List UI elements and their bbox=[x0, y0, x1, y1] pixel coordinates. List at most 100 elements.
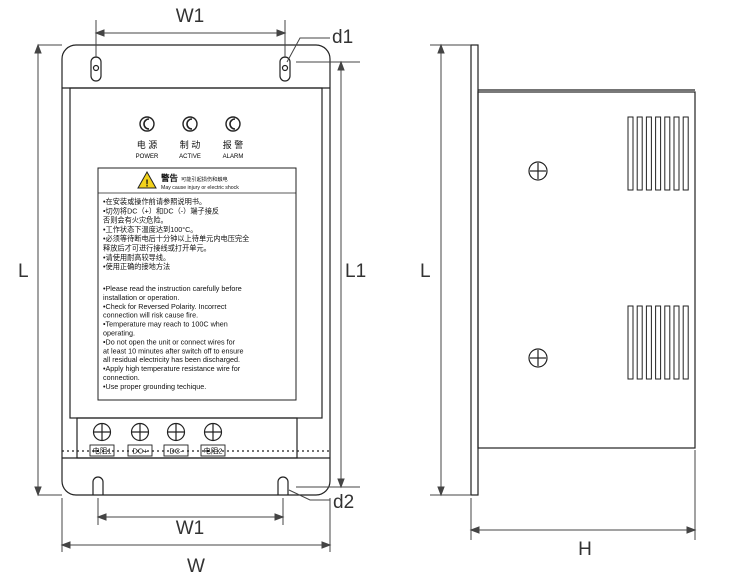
vent-slot bbox=[673, 305, 680, 380]
mounting-hole-top-right bbox=[279, 56, 291, 82]
warning-subtitle: May cause injury or electric shock bbox=[161, 185, 239, 191]
mounting-slot-bottom-left bbox=[92, 476, 104, 495]
hole-center-top-left bbox=[92, 64, 100, 72]
warning-line-en: connection. bbox=[103, 373, 140, 382]
active-led-icon bbox=[182, 116, 198, 132]
dimension-lines bbox=[34, 20, 697, 552]
side-screw-bottom bbox=[528, 348, 548, 368]
bottom-mounting-slots bbox=[92, 476, 289, 495]
top-mounting-holes bbox=[90, 56, 291, 82]
warning-line-en: •Please read the instruction carefully b… bbox=[103, 284, 242, 293]
vent-slot bbox=[645, 116, 652, 191]
terminal-label-box bbox=[127, 444, 153, 457]
warning-line-cn: •必须等待断电后十分钟以上待单元内电压完全 bbox=[103, 234, 250, 243]
warning-line-cn: •在安装或操作前请参照说明书。 bbox=[103, 197, 206, 206]
vent-slot bbox=[655, 116, 662, 191]
terminal-label: 电阻1 bbox=[92, 446, 111, 456]
warning-line-en: •Do not open the unit or connect wires f… bbox=[103, 337, 236, 346]
active-led-glyph-icon bbox=[186, 118, 193, 130]
screw-top-icon bbox=[528, 161, 548, 181]
vent-slot bbox=[645, 305, 652, 380]
vent-slot bbox=[664, 305, 671, 380]
warning-line-cn: 释放后才可进行接线或打开单元。 bbox=[103, 244, 211, 253]
terminal-2: DC+ bbox=[127, 422, 153, 457]
terminal-4: 电阻2 bbox=[200, 422, 226, 457]
label-l-front: L bbox=[18, 261, 29, 282]
warning-lines-en: •Please read the instruction carefully b… bbox=[103, 284, 244, 391]
warning-triangle-icon: ! bbox=[137, 170, 157, 190]
indicator-active: 制 动 ACTIVE bbox=[179, 116, 201, 160]
vent-slot bbox=[664, 116, 671, 191]
label-d1: d1 bbox=[332, 27, 353, 48]
warning-lines-cn: •在安装或操作前请参照说明书。•切勿将DC（+）和DC（-）端子接反 否则会有火… bbox=[103, 197, 250, 271]
warning-line-cn: 否则会有火灾危险。 bbox=[103, 216, 168, 225]
terminal-block: 电阻1 DC+ DC- 电阻2 bbox=[89, 422, 226, 457]
terminal-label: DC- bbox=[169, 447, 183, 456]
vent-slot bbox=[636, 116, 643, 191]
vent-slot bbox=[627, 116, 634, 191]
warning-line-en: installation or operation. bbox=[103, 293, 179, 302]
indicator-power-cn: 电 源 bbox=[137, 139, 158, 150]
warning-line-cn: •切勿将DC（+）和DC（-）端子接反 bbox=[103, 206, 219, 215]
warning-title-note: 可能引起损伤和触电 bbox=[181, 175, 228, 183]
label-h: H bbox=[578, 539, 592, 560]
ventilation-slots bbox=[627, 116, 689, 380]
side-mounting-plate bbox=[470, 44, 479, 496]
svg-text:!: ! bbox=[145, 179, 148, 190]
indicator-active-cn: 制 动 bbox=[180, 139, 201, 150]
side-body-outline bbox=[477, 91, 696, 449]
vent-slot bbox=[636, 305, 643, 380]
indicator-row: 电 源 POWER 制 动 ACTIVE 报 警 ALARM bbox=[136, 116, 244, 160]
indicator-alarm-cn: 报 警 bbox=[223, 139, 244, 150]
power-led-icon bbox=[139, 116, 155, 132]
indicator-power: 电 源 POWER bbox=[136, 116, 159, 160]
warning-label-border bbox=[97, 167, 297, 401]
terminal-label-box bbox=[89, 444, 115, 457]
warning-title: 警告 bbox=[161, 173, 179, 183]
label-w1-top: W1 bbox=[176, 6, 205, 27]
mounting-hole-top-left bbox=[90, 56, 102, 82]
warning-line-en: •Temperature may reach to 100C when bbox=[103, 320, 228, 329]
vent-slot bbox=[682, 116, 689, 191]
indicator-alarm: 报 警 ALARM bbox=[223, 116, 244, 160]
front-body-outline bbox=[61, 44, 331, 496]
hole-center-top-right bbox=[281, 64, 289, 72]
indicator-alarm-en: ALARM bbox=[223, 154, 244, 160]
vent-slot bbox=[655, 305, 662, 380]
side-screw-top bbox=[528, 161, 548, 181]
warning-line-en: operating. bbox=[103, 329, 135, 338]
label-l1: L1 bbox=[345, 261, 366, 282]
side-view bbox=[470, 44, 696, 496]
alarm-led-icon bbox=[225, 116, 241, 132]
vent-slot bbox=[682, 305, 689, 380]
warning-line-en: •Apply high temperature resistance wire … bbox=[103, 364, 241, 373]
indicator-power-en: POWER bbox=[136, 154, 159, 160]
terminal-label-box bbox=[163, 444, 189, 457]
alarm-led-glyph-icon bbox=[229, 118, 236, 130]
warning-line-cn: •请使用耐高较导线。 bbox=[103, 253, 170, 262]
terminal-label-box bbox=[200, 444, 226, 457]
warning-line-cn: •使用正确的接地方法 bbox=[103, 262, 170, 271]
vent-slot bbox=[673, 116, 680, 191]
vent-slot bbox=[627, 305, 634, 380]
terminal-label: DC+ bbox=[132, 447, 148, 456]
label-w1-bottom: W1 bbox=[176, 518, 205, 539]
label-d2: d2 bbox=[333, 492, 354, 513]
mounting-slot-bottom-right bbox=[277, 476, 289, 495]
front-view bbox=[61, 44, 331, 496]
terminal-1: 电阻1 bbox=[89, 422, 115, 457]
warning-line-cn: •工作状态下温度达到100°C。 bbox=[103, 225, 197, 234]
warning-line-en: at least 10 minutes after switch off to … bbox=[103, 346, 244, 355]
indicator-active-en: ACTIVE bbox=[179, 154, 201, 160]
terminal-3: DC- bbox=[163, 422, 189, 457]
label-l-side: L bbox=[420, 261, 431, 282]
label-w: W bbox=[187, 556, 205, 577]
warning-line-en: connection will risk cause fire. bbox=[103, 311, 198, 320]
dimension-labels: W1 d1 L L1 d2 W1 W L H bbox=[18, 6, 592, 577]
warning-label: ! 警告 可能引起损伤和触电 May cause injury or elect… bbox=[97, 167, 297, 401]
warning-line-en: all residual electricity has been discha… bbox=[103, 355, 240, 364]
screw-bottom-icon bbox=[528, 348, 548, 368]
power-led-glyph-icon bbox=[143, 118, 150, 130]
